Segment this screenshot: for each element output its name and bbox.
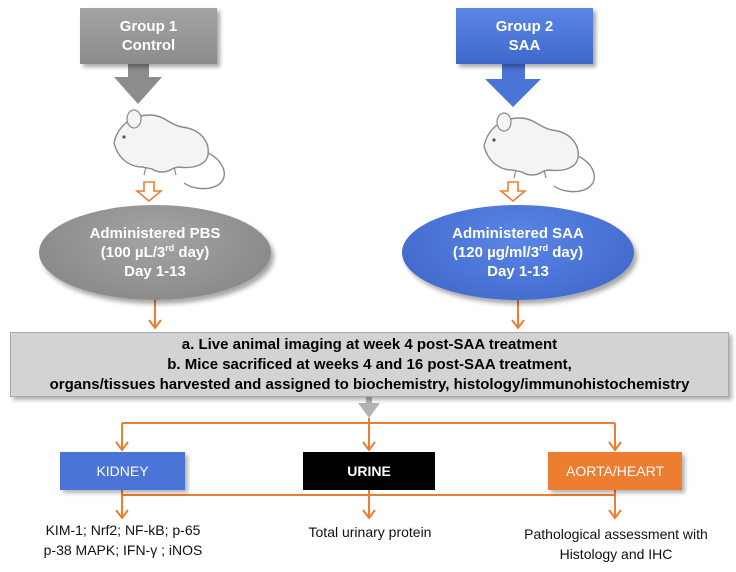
kidney-outcome-line: p-38 MAPK; IFN-γ ; iNOS [43,542,203,558]
treatment-ellipse-saa: Administered SAA (120 µg/ml/3rd day) Day… [402,205,634,300]
urine-box: URINE [303,452,435,490]
group2-subtitle: SAA [508,37,541,54]
hollow-down-arrow-icon [134,181,164,203]
group1-title: Group 1 [119,18,178,35]
treatment-dose: (100 µL/3rd day) [100,243,210,262]
group1-subtitle: Control [121,37,176,54]
down-arrow-icon [148,299,162,330]
down-arrow-icon [358,396,380,418]
mouse-illustration [483,112,596,193]
urine-outcome: Total urinary protein [280,522,460,542]
treatment-dose: (120 µg/ml/3rd day) [452,243,584,262]
banner-line2: b. Mice sacrificed at weeks 4 and 16 pos… [167,355,572,373]
down-arrow-icon [511,299,525,330]
aorta-heart-outcome: Pathological assessment with Histology a… [510,524,722,564]
down-arrow-icon [114,62,162,104]
treatment-days: Day 1-13 [487,263,549,280]
urine-outcome-line: Total urinary protein [308,524,432,540]
kidney-box: KIDNEY [60,452,185,490]
banner-line1: a. Live animal imaging at week 4 post-SA… [181,335,558,353]
banner-line3: organs/tissues harvested and assigned to… [49,375,690,393]
mouse-illustration [113,109,226,190]
treatment-line1: Administered SAA [452,225,584,242]
group1-box: Group 1 Control [80,8,217,64]
kidney-outcome: KIM-1; Nrf2; NF-kB; p-65 p-38 MAPK; IFN-… [18,520,228,560]
kidney-outcome-line: KIM-1; Nrf2; NF-kB; p-65 [45,522,201,538]
hollow-down-arrow-icon [498,181,528,203]
procedure-banner: a. Live animal imaging at week 4 post-SA… [10,332,729,397]
outcome-connector [115,490,622,520]
aorta-heart-outcome-line: Histology and IHC [559,546,673,562]
group2-box: Group 2 SAA [456,8,593,64]
down-arrow-icon [485,62,541,107]
branch-connector [115,418,622,452]
treatment-ellipse-pbs: Administered PBS (100 µL/3rd day) Day 1-… [39,205,271,300]
treatment-line1: Administered PBS [89,225,221,242]
urine-label: URINE [347,463,391,479]
kidney-label: KIDNEY [96,463,149,479]
treatment-days: Day 1-13 [124,263,186,280]
group2-title: Group 2 [495,18,554,35]
aorta-heart-label: AORTA/HEART [565,463,665,479]
aorta-heart-box: AORTA/HEART [548,452,682,490]
aorta-heart-outcome-line: Pathological assessment with [524,526,708,542]
